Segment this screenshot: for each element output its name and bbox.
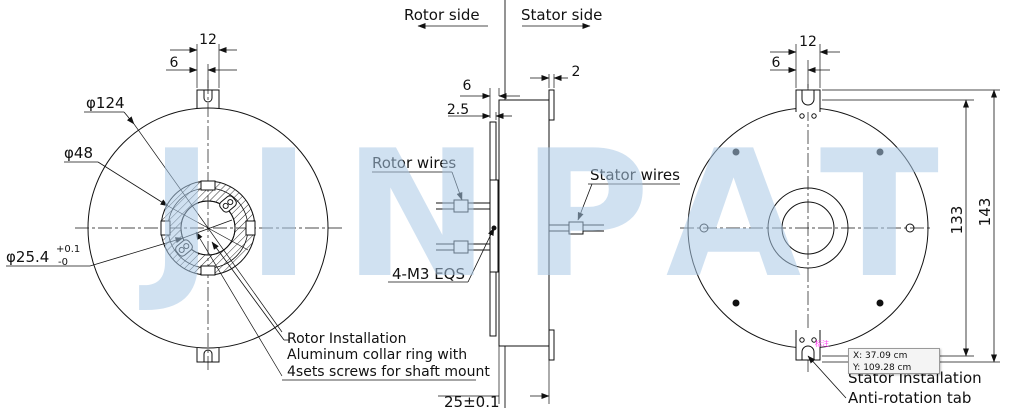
stator-wires <box>549 221 604 235</box>
stator-body <box>498 99 550 347</box>
right-dim-143: 143 <box>976 198 994 227</box>
mid-dim-25: 25±0.1 <box>444 393 500 408</box>
left-dia-124: φ124 <box>86 94 125 112</box>
tooltip-y: Y: 109.28 cm <box>853 363 912 373</box>
watermark-text: JINPAT <box>139 114 971 317</box>
set-screw-bottom-left <box>175 239 193 257</box>
left-tol-minus: -0 <box>58 257 68 268</box>
mid-dim-6: 6 <box>463 78 472 94</box>
right-bottom-slot <box>801 345 815 360</box>
collar-slot-bottom <box>200 265 216 276</box>
bottom-tab <box>196 348 220 363</box>
left-dia-48: φ48 <box>64 144 93 162</box>
set-screw-top-right <box>219 195 237 213</box>
mid-dim-2-5: 2.5 <box>447 102 469 118</box>
mount-hole-4 <box>876 299 884 307</box>
rotor-wires-lower <box>436 240 490 254</box>
mount-hole-1 <box>732 148 740 156</box>
right-dim-6: 6 <box>772 55 781 71</box>
left-dim-6: 6 <box>170 55 179 71</box>
shaft-bore <box>180 200 236 256</box>
stator-tab-bottom <box>548 329 555 361</box>
screw-right <box>905 223 915 233</box>
stator-tab-top <box>548 89 555 121</box>
collar-slot-top <box>200 180 216 191</box>
middle-view <box>372 0 680 408</box>
mount-hole-2 <box>876 148 884 156</box>
right-dim-12: 12 <box>799 34 817 50</box>
rotor-wires-upper <box>436 199 490 213</box>
outer-body-circle <box>87 107 329 349</box>
screws-label: 4-M3 EQS <box>392 265 465 283</box>
right-top-slot <box>801 90 815 106</box>
rotor-wires-label: Rotor wires <box>372 154 456 172</box>
collar-slot-left <box>160 220 171 236</box>
stator-side-label: Stator side <box>521 6 602 24</box>
stator-wires-label: Stator wires <box>590 166 680 184</box>
top-tab <box>196 89 220 108</box>
left-tol-plus: +0.1 <box>56 244 80 255</box>
screw-left <box>699 223 709 233</box>
stator-install-note-2: Anti-rotation tab <box>848 389 971 407</box>
right-top-tab <box>795 89 821 112</box>
tooltip-x: X: 37.09 cm <box>853 351 908 361</box>
stator-bore <box>781 201 835 255</box>
rotor-side-label: Rotor side <box>404 6 480 24</box>
left-view <box>6 44 476 381</box>
top-tab-slot <box>203 90 213 103</box>
collar-slot-right <box>245 220 256 236</box>
rotor-install-note-1: Rotor Installation <box>287 331 406 347</box>
left-dim-12: 12 <box>199 32 217 48</box>
mount-hole-3 <box>732 299 740 307</box>
mid-dim-2: 2 <box>572 64 581 80</box>
rotor-install-note-2: Aluminum collar ring with <box>287 347 467 363</box>
stator-hub <box>767 187 849 269</box>
right-dim-133: 133 <box>948 206 966 235</box>
cursor-coordinate-tooltip: X: 37.09 cm Y: 109.28 cm <box>848 348 940 374</box>
rotor-install-note-3: 4sets screws for shaft mount <box>287 364 490 380</box>
bottom-tab-slot <box>203 349 213 362</box>
left-dia-25: φ25.4 <box>6 248 49 266</box>
pink-annotation-tag: 标注 <box>815 340 829 348</box>
